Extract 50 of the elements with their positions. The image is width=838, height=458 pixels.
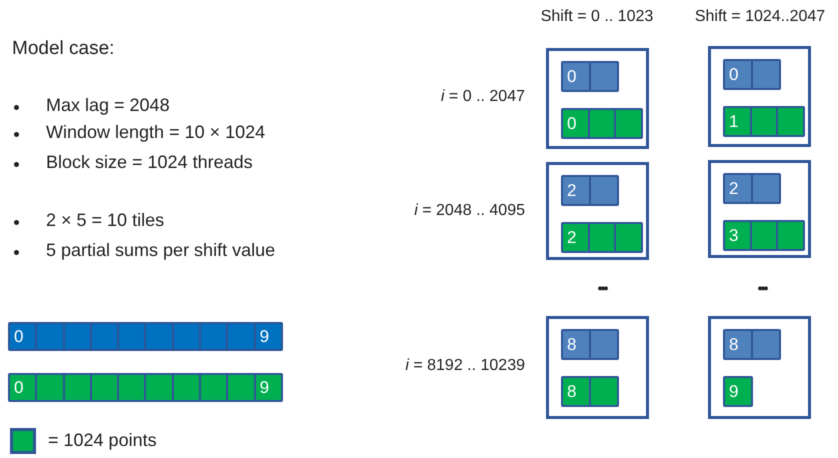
column-heading: Shift = 0 .. 1023 <box>540 8 654 26</box>
block-strip <box>8 322 283 351</box>
block-strip <box>8 373 283 402</box>
bullet-text: 2 × 5 = 10 tiles <box>46 210 164 231</box>
block-strip <box>723 59 781 90</box>
row-label: i = 0 .. 2047 <box>440 88 525 106</box>
block-strip <box>723 106 805 137</box>
block-number: 9 <box>729 382 738 402</box>
block-number: 3 <box>729 226 738 246</box>
block-number: 1 <box>729 112 738 132</box>
bullet-text: Max lag = 2048 <box>46 95 170 116</box>
block-number: 0 <box>729 64 738 84</box>
block-strip <box>723 329 781 360</box>
block-number: 2 <box>567 180 576 200</box>
block-number: 0 <box>14 326 24 346</box>
heading-text: Model case: <box>12 38 114 60</box>
tile-frame <box>708 160 811 258</box>
ellipsis-dots: ••• <box>758 280 766 296</box>
block-strip <box>723 376 753 407</box>
block-number: 9 <box>260 326 270 346</box>
row-label: i = 8192 .. 10239 <box>405 357 525 375</box>
block-strip <box>561 108 643 139</box>
block-number: 0 <box>567 114 576 134</box>
column-heading: Shift = 1024..2047 <box>694 8 826 26</box>
bullet-text: Window length = 10 × 1024 <box>46 122 266 143</box>
block-number: 8 <box>567 334 576 354</box>
block-number: 2 <box>567 228 576 248</box>
legend-text: = 1024 points <box>48 430 157 451</box>
tile-frame <box>546 316 649 419</box>
bullet-text: 5 partial sums per shift value <box>46 240 276 261</box>
block-strip <box>723 220 805 251</box>
block-number: 9 <box>260 378 270 398</box>
block-number: 0 <box>14 378 24 398</box>
tile-frame <box>708 316 811 419</box>
block-strip <box>561 222 643 253</box>
block-number: 8 <box>729 334 738 354</box>
tile-frame <box>546 162 649 260</box>
ellipsis-dots: ••• <box>598 280 606 296</box>
tile-frame <box>708 46 811 147</box>
bullet-text: Block size = 1024 threads <box>46 152 253 173</box>
block-number: 2 <box>729 178 738 198</box>
block-number: 0 <box>567 66 576 86</box>
block-strip <box>723 173 781 204</box>
block-strip <box>561 61 619 92</box>
block-strip <box>561 329 619 360</box>
block-strip <box>561 175 619 206</box>
row-label: i = 2048 .. 4095 <box>414 202 525 220</box>
block-number: 8 <box>567 382 576 402</box>
tile-frame <box>546 48 649 149</box>
block-strip <box>561 376 619 407</box>
